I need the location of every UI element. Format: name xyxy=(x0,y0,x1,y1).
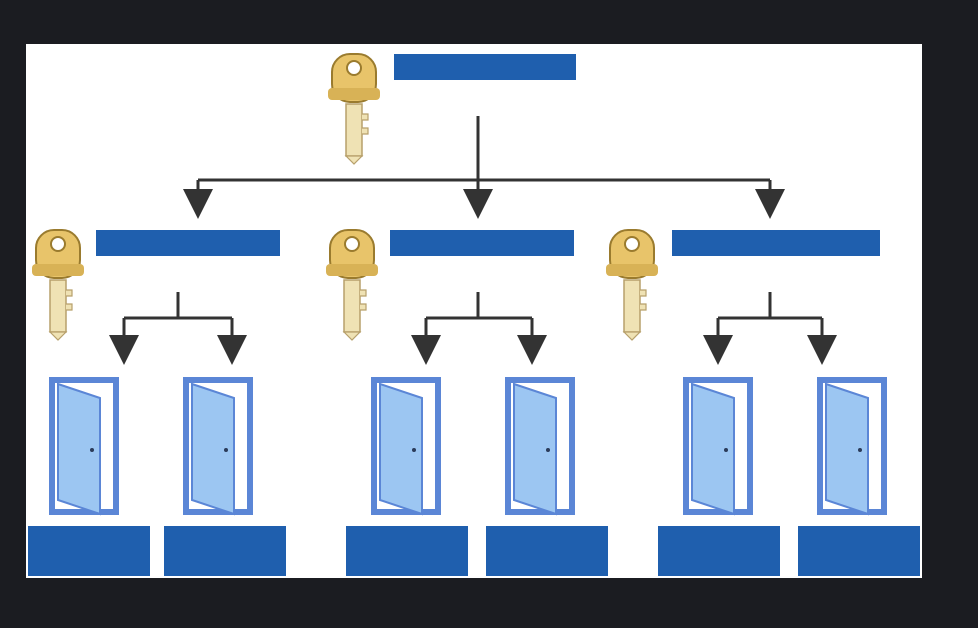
door-icon xyxy=(683,377,753,516)
door-icon xyxy=(505,377,575,516)
door-2-label xyxy=(164,526,286,576)
door-icon xyxy=(371,377,441,516)
master-key-label xyxy=(394,54,576,80)
key-icon xyxy=(326,229,378,341)
master-key-hierarchy-diagram xyxy=(26,44,922,578)
group-3-label xyxy=(672,230,880,256)
door-icon xyxy=(817,377,887,516)
group-1-label xyxy=(96,230,280,256)
key-icon xyxy=(32,229,84,341)
group-1-connector xyxy=(124,292,232,320)
door-5-label xyxy=(658,526,780,576)
door-4-label xyxy=(486,526,608,576)
door-icon xyxy=(183,377,253,516)
door-6-label xyxy=(798,526,920,576)
connector-layer xyxy=(109,116,837,365)
key-icon xyxy=(328,53,380,165)
group-2-connector xyxy=(426,292,532,320)
door-icon xyxy=(49,377,119,516)
group-3-connector xyxy=(718,292,822,320)
door-1-label xyxy=(28,526,150,576)
door-3-label xyxy=(346,526,468,576)
group-2-label xyxy=(390,230,574,256)
key-icon xyxy=(606,229,658,341)
